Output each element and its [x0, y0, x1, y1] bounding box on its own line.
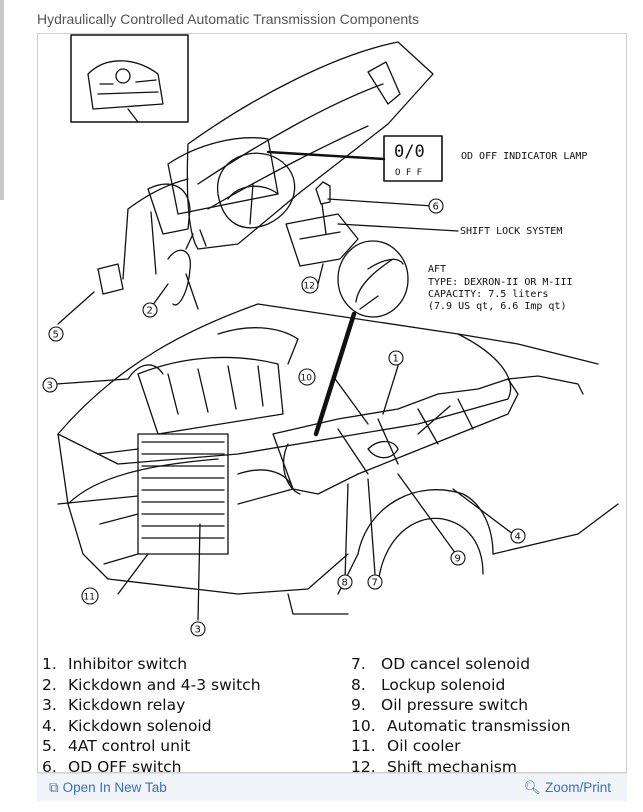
- lamp-face-bottom: O F F: [395, 168, 422, 178]
- legend-item: 9. Oil pressure switch: [351, 695, 570, 716]
- zoom-icon: 🔍︎: [523, 780, 541, 795]
- legend-column-right: 7. OD cancel solenoid 8. Lockup solenoid 9…: [351, 654, 570, 773]
- steering-wheel: [217, 152, 296, 229]
- legend-number: 2.: [42, 675, 57, 694]
- diagram-figure: 0/0 O F F OD OFF INDICATOR LAMP SHIFT LO…: [37, 33, 627, 773]
- legend-label: OD cancel solenoid: [381, 655, 531, 673]
- aft-title: AFT: [428, 264, 446, 275]
- transmission-case: [272, 378, 519, 495]
- legend-number: 3.: [42, 696, 57, 715]
- marker-2: 2: [147, 306, 153, 317]
- legend-label: Kickdown relay: [68, 696, 186, 715]
- legend-number: 9.: [351, 696, 366, 715]
- legend-number: 5.: [42, 737, 57, 756]
- legend-label: 4AT control unit: [68, 737, 191, 756]
- radiator: [137, 433, 229, 555]
- open-in-new-tab-icon: ⧉: [49, 780, 59, 795]
- od-off-lamp-label: OD OFF INDICATOR LAMP: [461, 151, 587, 162]
- legend-number: 11.: [351, 737, 376, 756]
- legend-item: 3. Kickdown relay: [42, 695, 261, 716]
- shift-lock-label: SHIFT LOCK SYSTEM: [460, 226, 562, 237]
- legend-number: 12.: [351, 757, 376, 773]
- legend-label: Inhibitor switch: [68, 655, 188, 673]
- legend-item: 12. Shift mechanism: [351, 757, 570, 773]
- legend-label: Lockup solenoid: [381, 675, 506, 694]
- marker-6: 6: [433, 202, 439, 213]
- legend-label: OD OFF switch: [68, 757, 182, 773]
- zoom-print-label: Zoom/Print: [544, 780, 611, 795]
- legend-label: Oil pressure switch: [381, 696, 529, 715]
- legend-number: 6.: [42, 757, 57, 773]
- component-legend: 1. Inhibitor switch 2. Kickdown and 4-3 sw…: [42, 654, 622, 772]
- legend-number: 8.: [351, 675, 366, 694]
- legend-item: 11. Oil cooler: [351, 736, 570, 757]
- legend-item: 10. Automatic transmission: [351, 716, 570, 737]
- page-title: Hydraulically Controlled Automatic Trans…: [37, 11, 420, 27]
- marker-10: 10: [301, 374, 313, 384]
- aft-magnifier: [337, 240, 409, 318]
- legend-item: 8. Lockup solenoid: [351, 675, 570, 696]
- control-unit: [97, 263, 124, 295]
- marker-group: [42, 198, 526, 637]
- legend-label: Kickdown and 4-3 switch: [68, 675, 261, 694]
- marker-4: 4: [515, 532, 521, 543]
- legend-column-left: 1. Inhibitor switch 2. Kickdown and 4-3 sw…: [42, 654, 261, 773]
- legend-item: 4. Kickdown solenoid: [42, 716, 261, 737]
- legend-label: Oil cooler: [387, 737, 461, 756]
- open-in-new-tab-link[interactable]: ⧉Open In New Tab: [49, 780, 167, 796]
- aft-capacity-units: (7.9 US qt, 6.6 Imp qt): [428, 301, 566, 312]
- legend-number: 4.: [42, 716, 57, 735]
- figure-footer: ⧉Open In New Tab 🔍︎Zoom/Print: [37, 773, 627, 801]
- marker-11: 11: [84, 593, 95, 603]
- legend-item: 7. OD cancel solenoid: [351, 654, 570, 675]
- lamp-face-top: 0/0: [394, 142, 425, 162]
- legend-label: Automatic transmission: [387, 716, 571, 735]
- legend-item: 1. Inhibitor switch: [42, 654, 261, 675]
- fender: [357, 489, 494, 555]
- open-in-new-tab-label: Open In New Tab: [62, 780, 167, 795]
- legend-label: Shift mechanism: [387, 757, 517, 773]
- marker-3-bottom: 3: [195, 625, 201, 636]
- marker-12: 12: [304, 282, 315, 292]
- inset-box: [70, 34, 189, 123]
- legend-number: 7.: [351, 655, 366, 673]
- marker-9: 9: [455, 554, 461, 565]
- aft-capacity: CAPACITY: 7.5 liters: [428, 289, 548, 300]
- marker-1: 1: [393, 354, 399, 365]
- zoom-print-link[interactable]: 🔍︎Zoom/Print: [524, 780, 611, 796]
- marker-7: 7: [372, 578, 378, 589]
- legend-item: 6. OD OFF switch: [42, 757, 261, 773]
- marker-3-left: 3: [47, 381, 53, 392]
- transmission-diagram: 0/0 O F F OD OFF INDICATOR LAMP SHIFT LO…: [42, 34, 619, 637]
- legend-item: 5. 4AT control unit: [42, 736, 261, 757]
- legend-number: 1.: [42, 655, 57, 673]
- legend-label: Kickdown solenoid: [68, 716, 212, 735]
- aft-type: TYPE: DEXRON-II OR M-III: [428, 277, 573, 288]
- page-scrollbar[interactable]: [0, 0, 4, 200]
- marker-5: 5: [53, 330, 59, 341]
- legend-item: 2. Kickdown and 4-3 switch: [42, 675, 261, 696]
- marker-8: 8: [342, 578, 348, 589]
- legend-number: 10.: [351, 716, 376, 735]
- dashboard-outline: [186, 41, 434, 250]
- shift-console: [285, 213, 359, 267]
